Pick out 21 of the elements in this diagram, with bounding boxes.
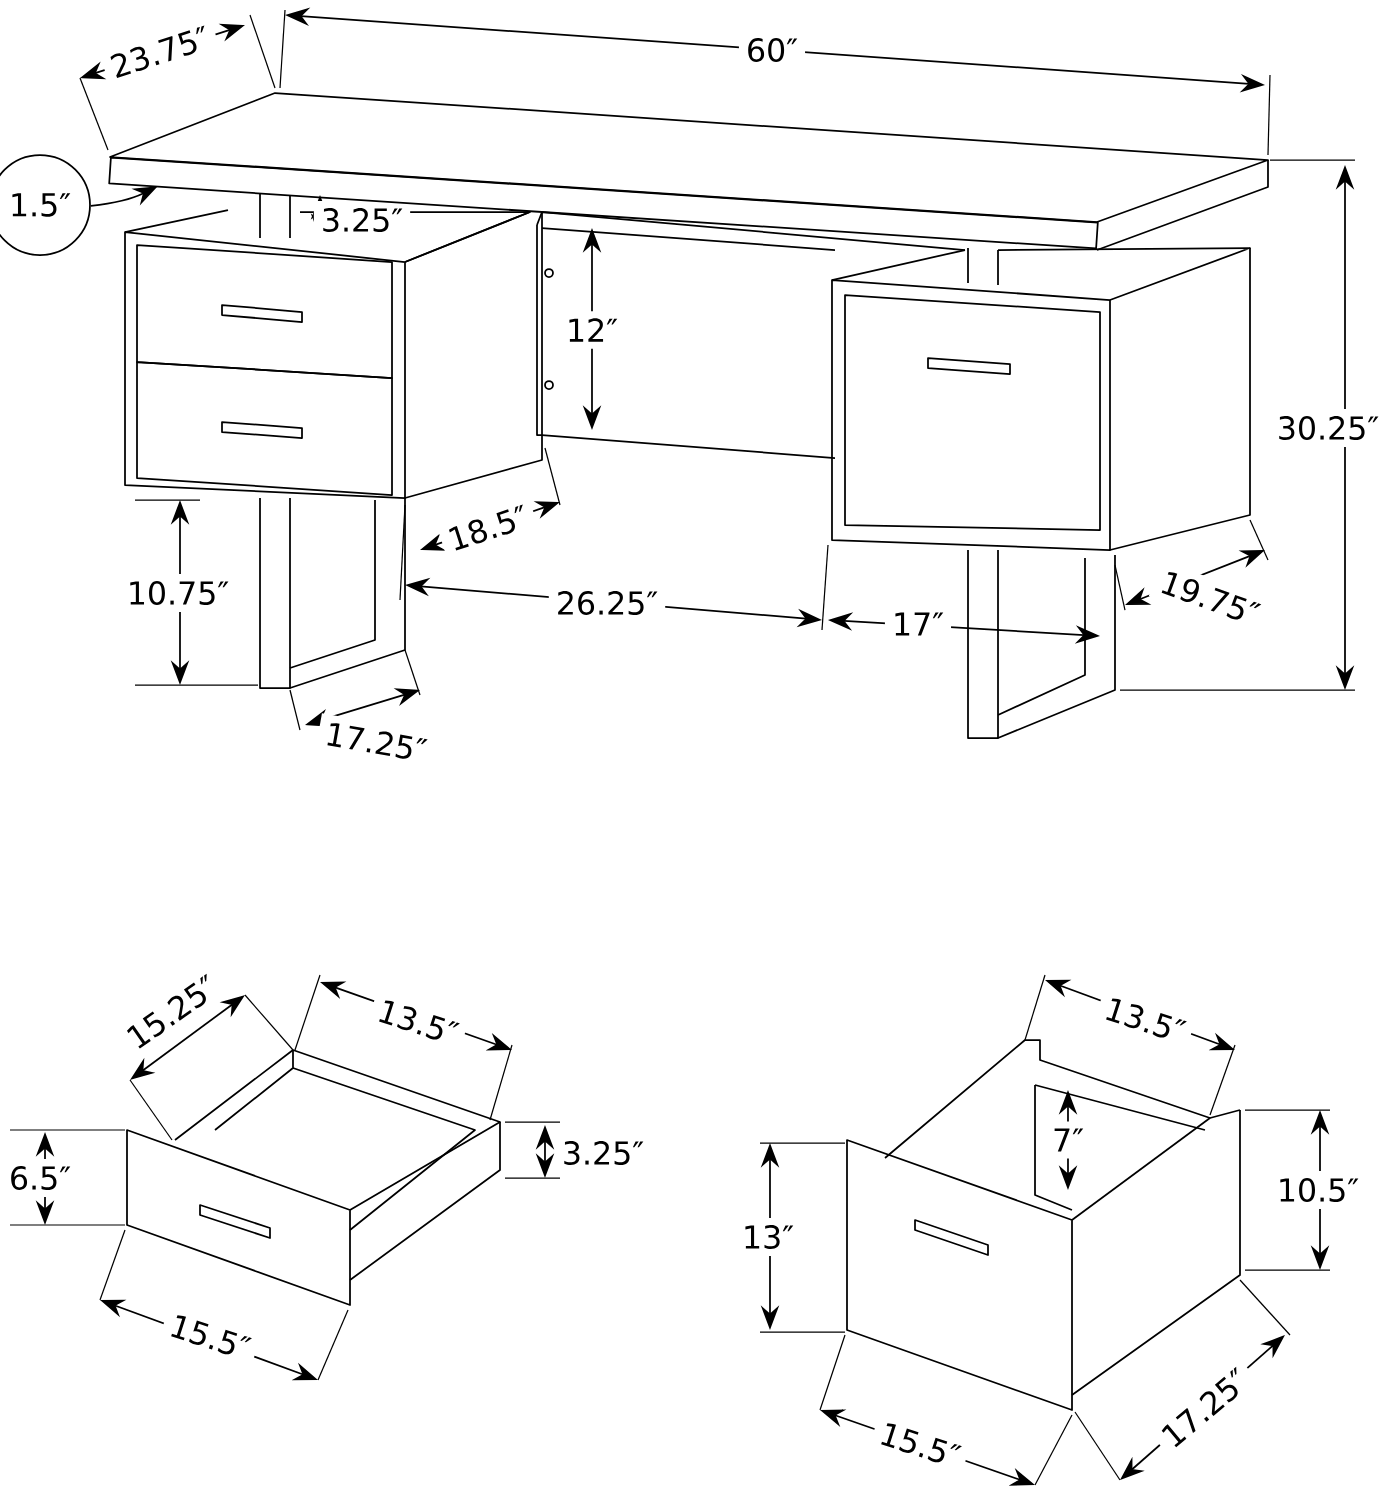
dimension-label: 6.5″ [1, 1159, 79, 1197]
dimension-label: 3.25″ [313, 201, 411, 239]
dimension-label: 15.5″ [868, 1412, 972, 1478]
dimension-label: 17.25″ [315, 713, 437, 771]
dimension-label: 15.5″ [158, 1304, 262, 1370]
dimension-label: 13.5″ [1093, 987, 1197, 1053]
dimension-label: 10.5″ [1269, 1171, 1367, 1209]
dimension-label: 30.25″ [1269, 409, 1387, 447]
dimension-label: 13.5″ [366, 989, 470, 1055]
dimension-label: 17″ [884, 605, 952, 643]
dimension-label: 19.75″ [1148, 560, 1272, 636]
dimension-label: 13″ [734, 1218, 802, 1256]
dimension-label: 26.25″ [548, 584, 666, 622]
dimension-label: 10.75″ [119, 574, 237, 612]
dimension-label: 7″ [1045, 1121, 1091, 1159]
desktop-edge [108, 156, 1099, 250]
dimension-label: 3.25″ [554, 1134, 652, 1172]
dimension-label: 18.5″ [436, 495, 540, 561]
dimension-label: 23.75″ [98, 15, 222, 89]
dimension-label: 12″ [558, 311, 626, 349]
dimension-label: 60″ [738, 31, 806, 69]
